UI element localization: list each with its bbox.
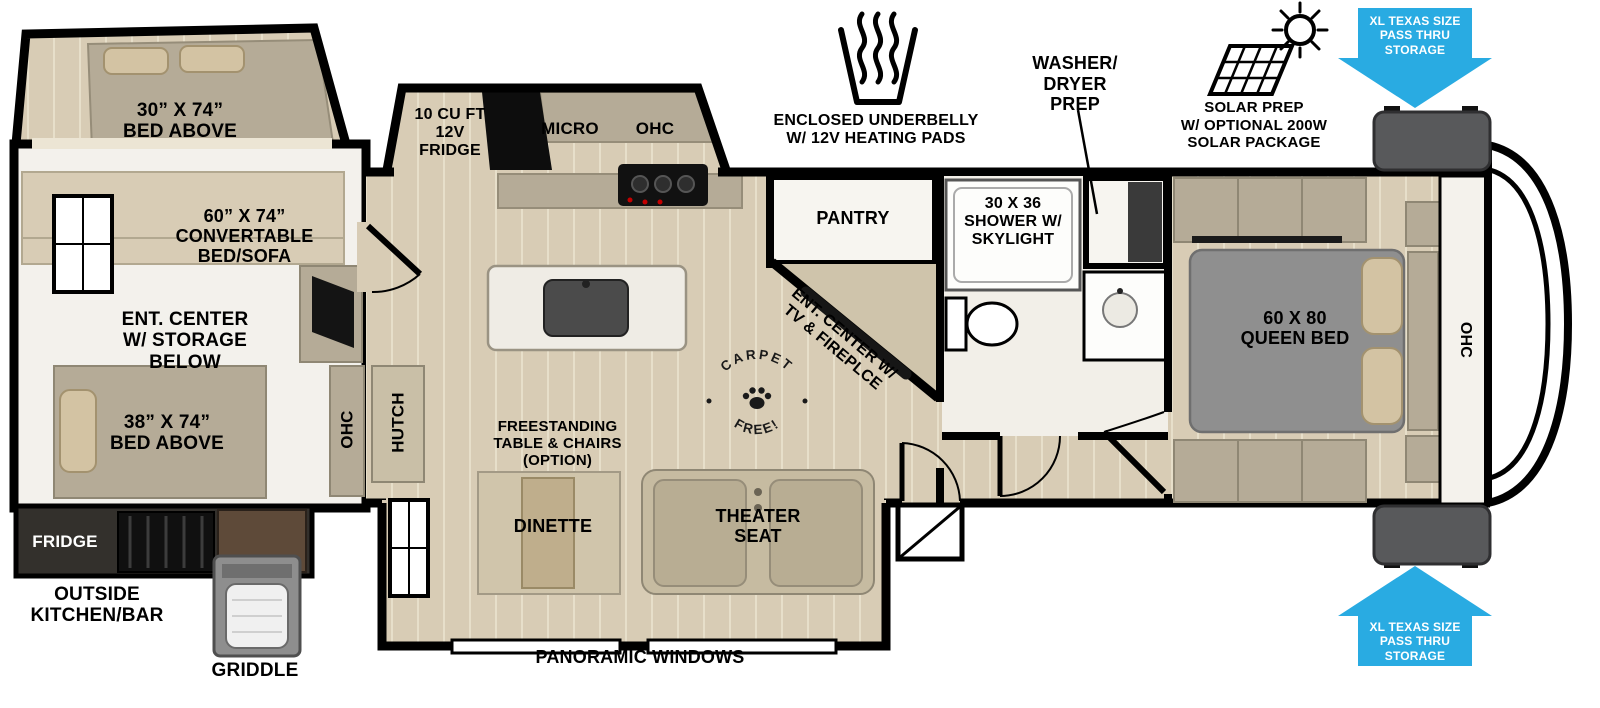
label-convertible-bed: 60” X 74” CONVERTABLE BED/SOFA [175,206,314,267]
label-bedroom-ohc: OHC [1456,321,1474,359]
dresser [1173,439,1367,503]
label-ent-center-storage: ENT. CENTER W/ STORAGE BELOW [121,309,249,373]
window-icon [646,638,838,655]
vanity-sink-icon [1082,270,1168,362]
kitchen-slideout [382,83,743,209]
sun-icon [1271,1,1329,59]
label-hutch: HUTCH [388,392,408,453]
label-pass-thru-top: XL TEXAS SIZE PASS THRU STORAGE [1369,14,1461,57]
label-bed-above-30: 30” X 74” BED ABOVE [122,100,238,143]
label-pass-thru-bottom: XL TEXAS SIZE PASS THRU STORAGE [1369,620,1461,663]
label-panoramic-windows: PANORAMIC WINDOWS [535,647,745,667]
queen-bed [1188,248,1439,434]
washer-dryer-space [1083,175,1169,269]
entry-step [895,502,965,562]
label-washer-dryer-prep: WASHER/ DRYER PREP [1032,53,1118,115]
svg-text:FREE!: FREE! [732,416,782,437]
door-swing-icon [997,435,1061,497]
tv-icon [1192,236,1342,243]
washer-callout-line [1076,109,1099,215]
label-griddle: GRIDDLE [211,660,299,681]
tv-icon [312,276,354,348]
cooktop-icon [618,164,708,206]
door-swing-icon [1101,411,1167,495]
dinette-booth [477,471,621,595]
front-cap [1484,140,1573,508]
label-micro: MICRO [541,119,599,138]
label-bunk-ohc: OHC [337,410,357,449]
label-underbelly: ENCLOSED UNDERBELLY W/ 12V HEATING PADS [773,112,979,147]
paw-icon [742,387,772,409]
label-solar-prep: SOLAR PREP W/ OPTIONAL 200W SOLAR PACKAG… [1180,99,1328,152]
bedroom-ohc-cabinet [1438,174,1492,506]
tv-fireplace-icon [800,286,912,380]
pass-thru-arrow-down-icon [1338,8,1492,108]
label-theater-seat: THEATER SEAT [715,506,801,547]
kitchen-island [486,264,688,352]
fridge-icon [482,92,552,170]
label-dinette: DINETTE [513,516,593,536]
bathroom [936,172,1169,505]
label-outside-kitchen: OUTSIDE KITCHEN/BAR [30,584,164,627]
door-swing-icon [365,223,423,294]
pass-thru-arrow-up-icon [1338,566,1492,666]
bunk-room [9,138,371,513]
wardrobe [1173,177,1367,243]
door-swing-icon [899,442,961,502]
solar-panel-icon [1207,44,1295,96]
heating-pads-icon [838,11,918,105]
theater-seating [641,469,875,595]
window-icon [52,194,114,294]
label-outside-fridge: FRIDGE [32,532,98,551]
label-queen-bed: 60 X 80 QUEEN BED [1240,308,1350,349]
label-freestanding-table: FREESTANDING TABLE & CHAIRS (OPTION) [493,418,622,469]
bunk-slideout [11,23,351,151]
ent-center-wall [769,258,941,402]
window-icon [450,638,622,655]
outside-kitchen [13,503,315,658]
storage-door [1372,106,1492,172]
living-slideout [377,469,891,655]
hutch-cabinet [371,365,425,483]
storage-door [1372,504,1492,568]
sink-icon [543,279,629,337]
label-12v-fridge: 10 CU FT 12V FRIDGE [414,106,486,159]
griddle-icon [212,554,302,658]
label-bed-above-38: 38” X 74” BED ABOVE [109,412,225,455]
label-pantry: PANTRY [816,208,890,228]
label-shower: 30 X 36 SHOWER W/ SKYLIGHT [964,195,1062,248]
label-kitchen-ohc: OHC [635,119,675,138]
bedroom [1101,172,1492,506]
shower-icon [944,178,1082,292]
window-icon [388,498,430,598]
toilet-icon [944,296,1019,352]
